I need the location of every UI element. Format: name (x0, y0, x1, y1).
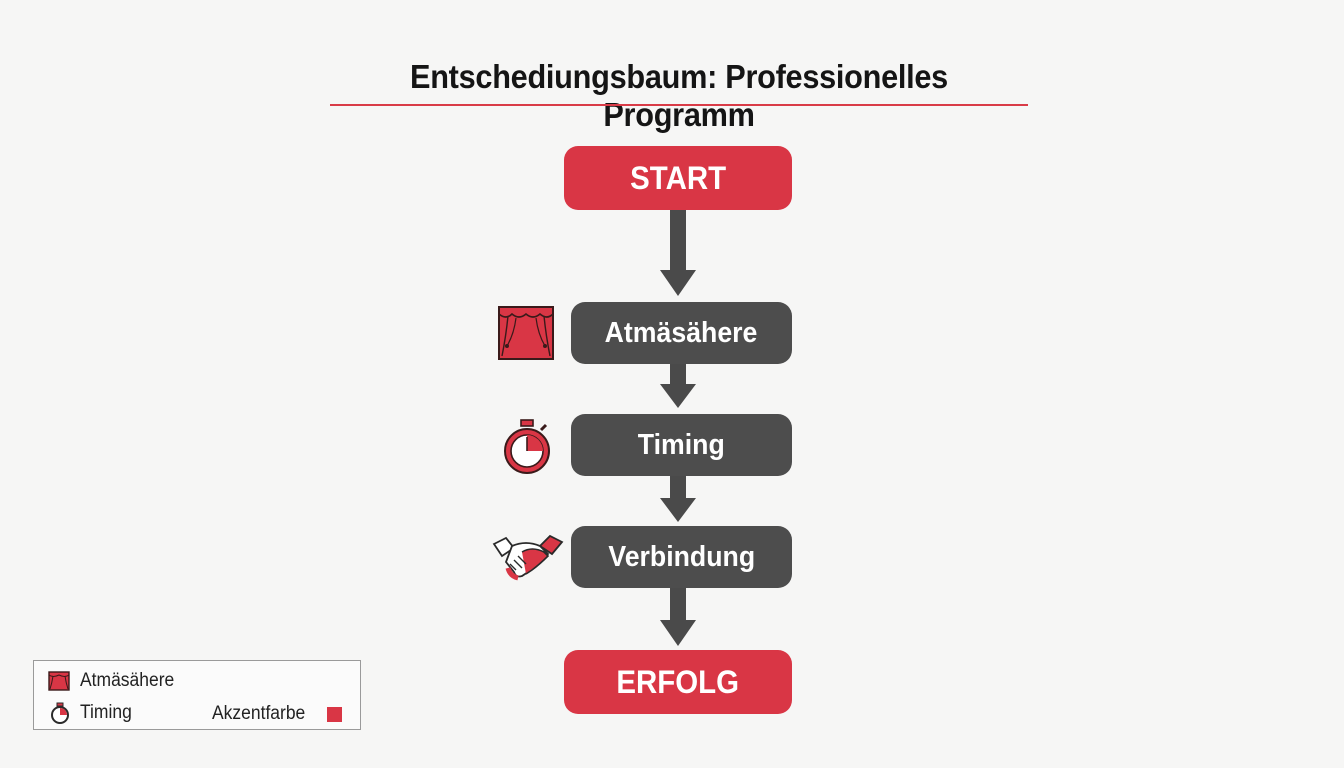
diagram-title: Entschediungsbaum: Professionelles Progr… (410, 58, 948, 133)
legend-item-accent-color: Akzentfarbe (212, 703, 343, 725)
start-node: START (564, 146, 792, 210)
arrow-timing-to-connection (660, 476, 696, 522)
legend: Atmäsähere Timing Akzentfarbe (33, 660, 361, 730)
legend-label-timing: Timing (80, 702, 132, 723)
stopwatch-icon (504, 419, 550, 474)
timing-node: Timing (571, 414, 792, 476)
success-node-label: ERFOLG (616, 663, 740, 700)
accent-color-swatch (327, 706, 343, 722)
legend-item-atmosphere: Atmäsähere (48, 670, 182, 692)
theater-curtain-icon (498, 306, 554, 360)
title-underline (330, 104, 1028, 106)
arrow-atmosphere-to-timing (660, 364, 696, 408)
connection-node-label: Verbindung (608, 540, 755, 573)
arrow-start-to-atmosphere (660, 210, 696, 296)
connection-node: Verbindung (571, 526, 792, 588)
arrow-connection-to-success (660, 588, 696, 646)
timing-node-label: Timing (638, 428, 725, 461)
legend-label-accent-color: Akzentfarbe (212, 703, 306, 724)
theater-curtain-icon (48, 671, 70, 691)
stopwatch-icon (51, 702, 69, 724)
legend-label-atmosphere: Atmäsähere (80, 670, 175, 691)
success-node: ERFOLG (564, 650, 792, 714)
atmosphere-node: Atmäsähere (571, 302, 792, 364)
atmosphere-node-label: Atmäsähere (605, 316, 758, 349)
handshake-icon (492, 534, 564, 581)
start-node-label: START (630, 159, 726, 196)
legend-item-timing: Timing (50, 702, 136, 724)
